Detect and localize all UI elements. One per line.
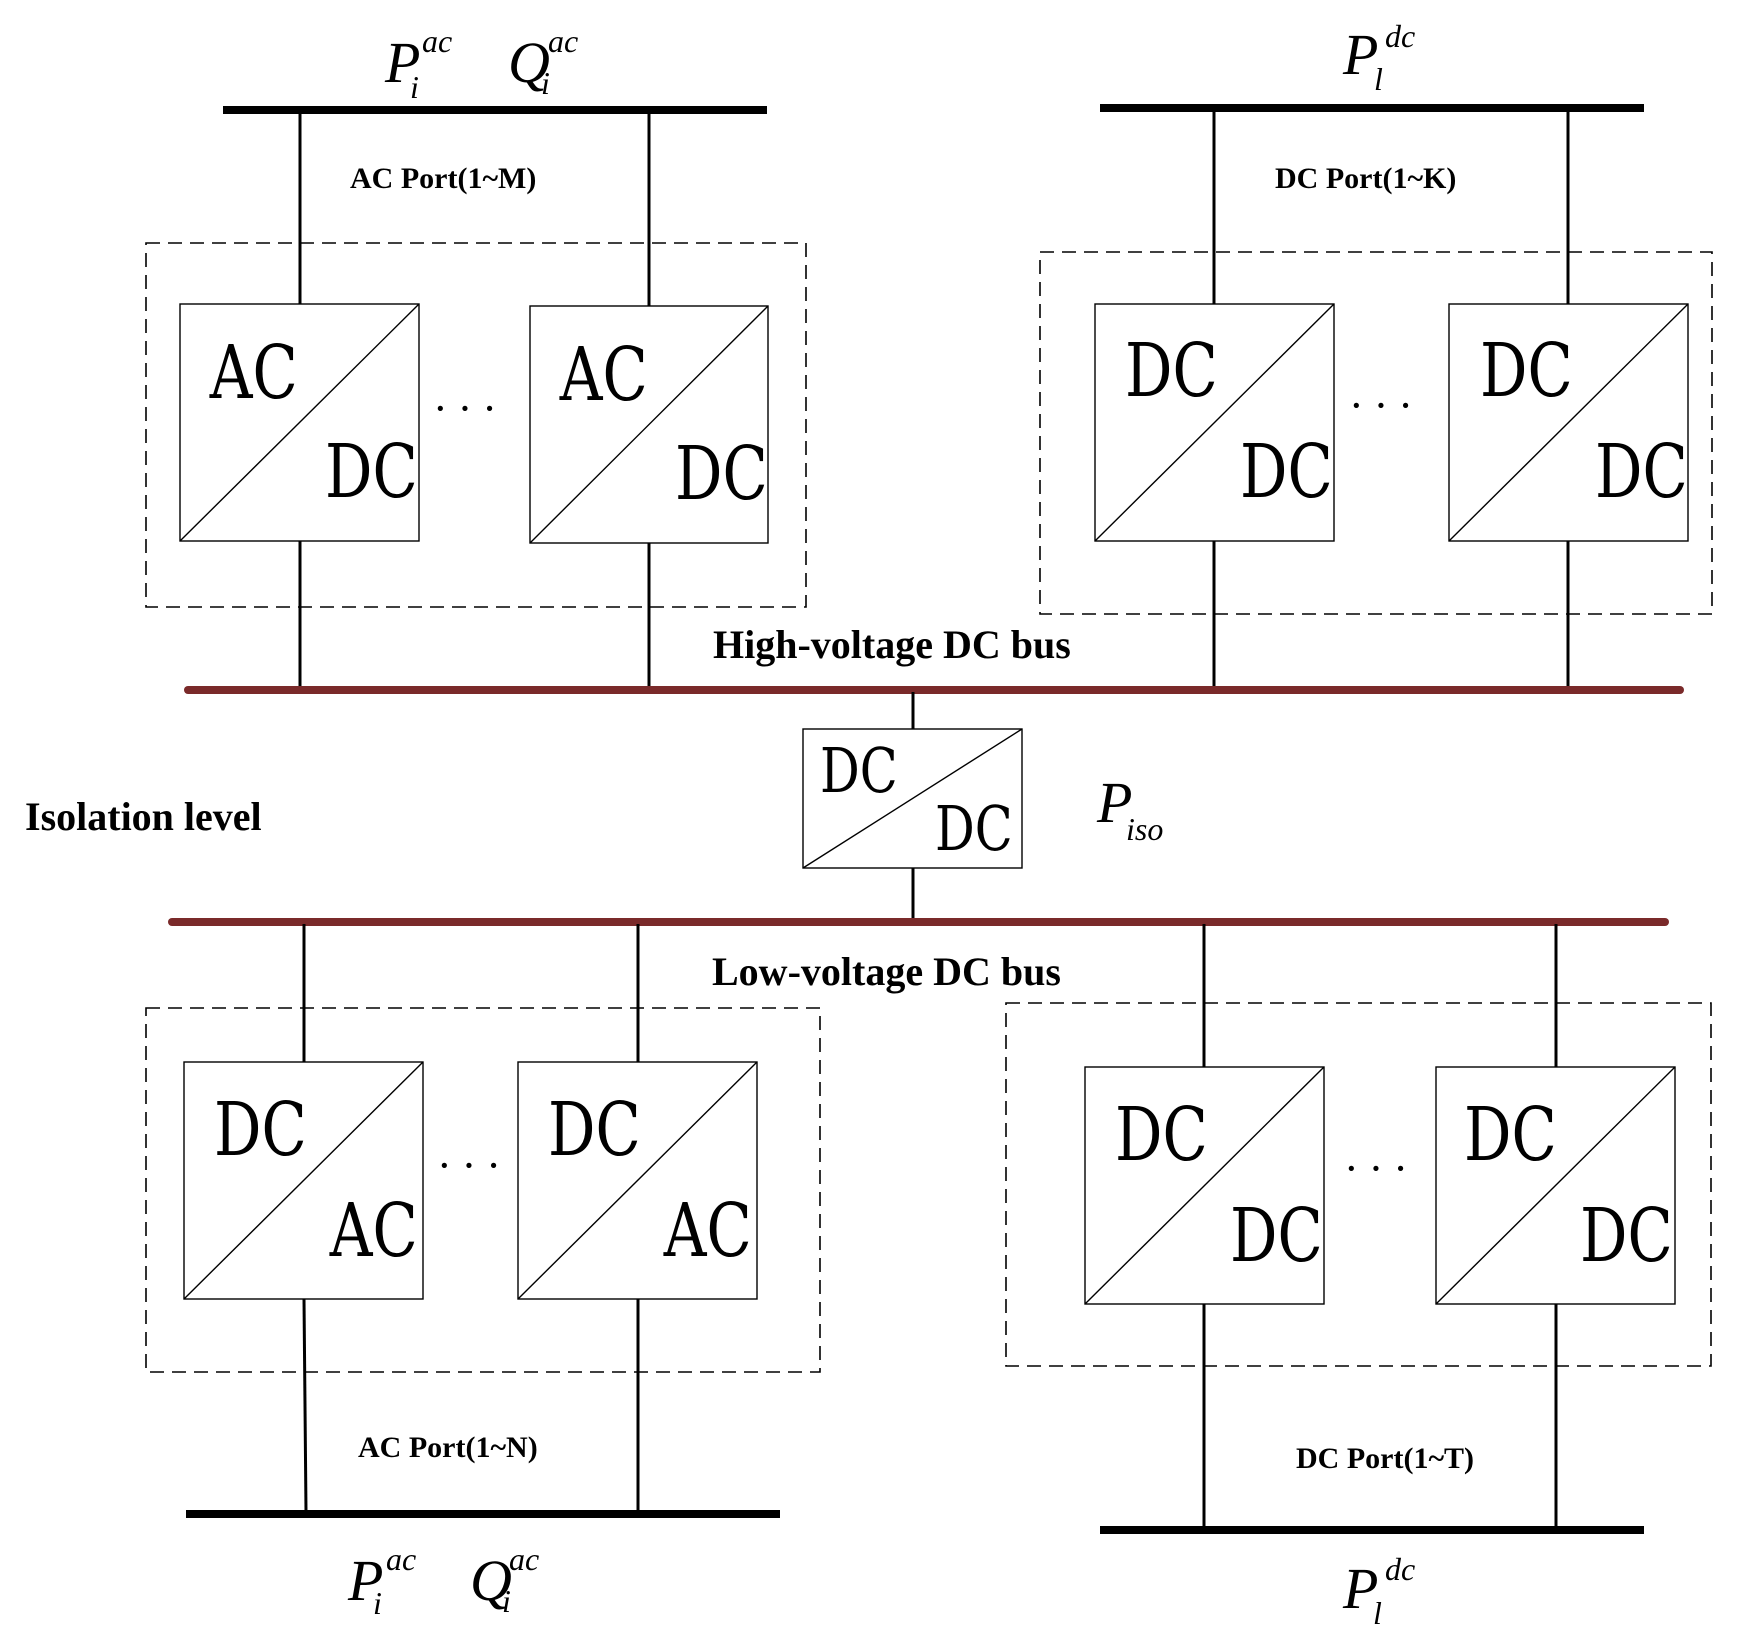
converter-diagonal [802,728,1023,869]
group-box-top-left [145,242,807,608]
q-symbol: Q [508,30,550,95]
converter-diagonal [179,303,420,542]
low-voltage-bus-label: Low-voltage DC bus [712,949,1061,994]
converter-diagonal [1084,1066,1325,1305]
p-subscript: i [373,1585,382,1621]
converter-input-label: DC [1115,1092,1208,1178]
group-box-bottom-right [1005,1002,1712,1367]
dc-dc-converter: DC DC [1094,303,1335,542]
bottom-right-dc-group: DC DC ··· DC DC DC Port(1~T) P dc l [1005,924,1712,1631]
converter-output-label: DC [1230,1193,1323,1279]
wire [302,1298,308,1513]
q-superscript: ac [548,23,578,59]
ellipsis: ··· [1349,381,1423,430]
converter-output-label: AC [663,1188,752,1274]
group-box-bottom-left [145,1007,821,1373]
converter-output-label: DC [1240,429,1333,515]
converter-diagonal [1094,303,1335,542]
ac-port-top-label: AC Port(1~M) [350,162,536,195]
p-superscript: dc [1385,18,1415,54]
p-subscript: i [410,69,419,105]
q-symbol: Q [470,1548,512,1613]
converter-input-label: DC [214,1087,307,1173]
converter-input-label: DC [1480,328,1573,414]
p-symbol: P [347,1548,383,1613]
isolation-level-label: Isolation level [25,794,262,839]
q-superscript: ac [509,1541,539,1577]
converter-output-label: AC [329,1188,418,1274]
p-superscript: dc [1385,1551,1415,1587]
converter-input-label: AC [209,330,298,416]
p-iso-subscript: iso [1126,811,1163,847]
dc-dc-converter: DC DC [1448,303,1689,542]
converter-diagonal [183,1061,424,1300]
dc-ac-converter: DC AC [183,1061,424,1300]
ellipsis: ··· [433,384,507,433]
group-box-top-right [1039,251,1713,615]
converter-input-label: AC [559,332,648,418]
dc-dc-converter: DC DC [1084,1066,1325,1305]
converter-input-label: DC [820,736,898,808]
ellipsis: ··· [437,1141,511,1190]
top-dc-power-label: P dc l [1342,18,1415,97]
p-subscript: l [1373,1595,1382,1631]
isolation-dc-dc-converter: DC DC [802,728,1023,869]
isolation-converter-group: Isolation level DC DC P iso [25,692,1163,922]
dc-dc-converter: DC DC [1435,1066,1676,1305]
ac-dc-converter: AC DC [179,303,420,542]
q-subscript: i [541,65,550,101]
ac-port-bottom-label: AC Port(1~N) [358,1431,538,1464]
top-left-ac-group: P ac i Q ac i AC Port(1~M) AC DC ··· AC … [145,23,807,690]
p-symbol: P [1342,22,1378,87]
top-right-dc-group: P dc l DC Port(1~K) DC DC ··· DC DC [1039,18,1713,690]
converter-output-label: DC [675,431,768,517]
converter-input-label: DC [1125,328,1218,414]
converter-input-label: DC [1464,1092,1557,1178]
ac-dc-converter: AC DC [529,305,769,544]
converter-output-label: DC [935,794,1013,866]
bottom-ac-power-label: P ac i Q ac i [347,1541,539,1621]
p-subscript: l [1374,61,1383,97]
high-voltage-bus-label: High-voltage DC bus [713,622,1071,667]
converter-diagonal [1435,1066,1676,1305]
converter-diagonal [517,1061,758,1300]
dc-ac-converter: DC AC [517,1061,758,1300]
p-superscript: ac [386,1541,416,1577]
converter-diagonal [1448,303,1689,542]
converter-diagonal [529,305,769,544]
iso-power-label: P iso [1096,770,1163,847]
q-subscript: i [502,1583,511,1619]
converter-output-label: DC [1580,1193,1673,1279]
p-symbol: P [384,30,420,95]
p-symbol: P [1096,770,1132,835]
converter-output-label: DC [325,429,418,515]
dc-port-bottom-label: DC Port(1~T) [1296,1442,1474,1475]
bottom-dc-power-label: P dc l [1342,1551,1415,1631]
ellipsis: ··· [1344,1144,1418,1193]
converter-output-label: DC [1595,429,1688,515]
bottom-left-ac-group: DC AC ··· DC AC AC Port(1~N) P ac i Q ac… [145,924,821,1621]
p-superscript: ac [422,23,452,59]
top-ac-power-label: P ac i Q ac i [384,23,578,105]
converter-input-label: DC [548,1087,641,1173]
dc-port-top-label: DC Port(1~K) [1275,162,1456,195]
p-symbol: P [1342,1556,1378,1621]
